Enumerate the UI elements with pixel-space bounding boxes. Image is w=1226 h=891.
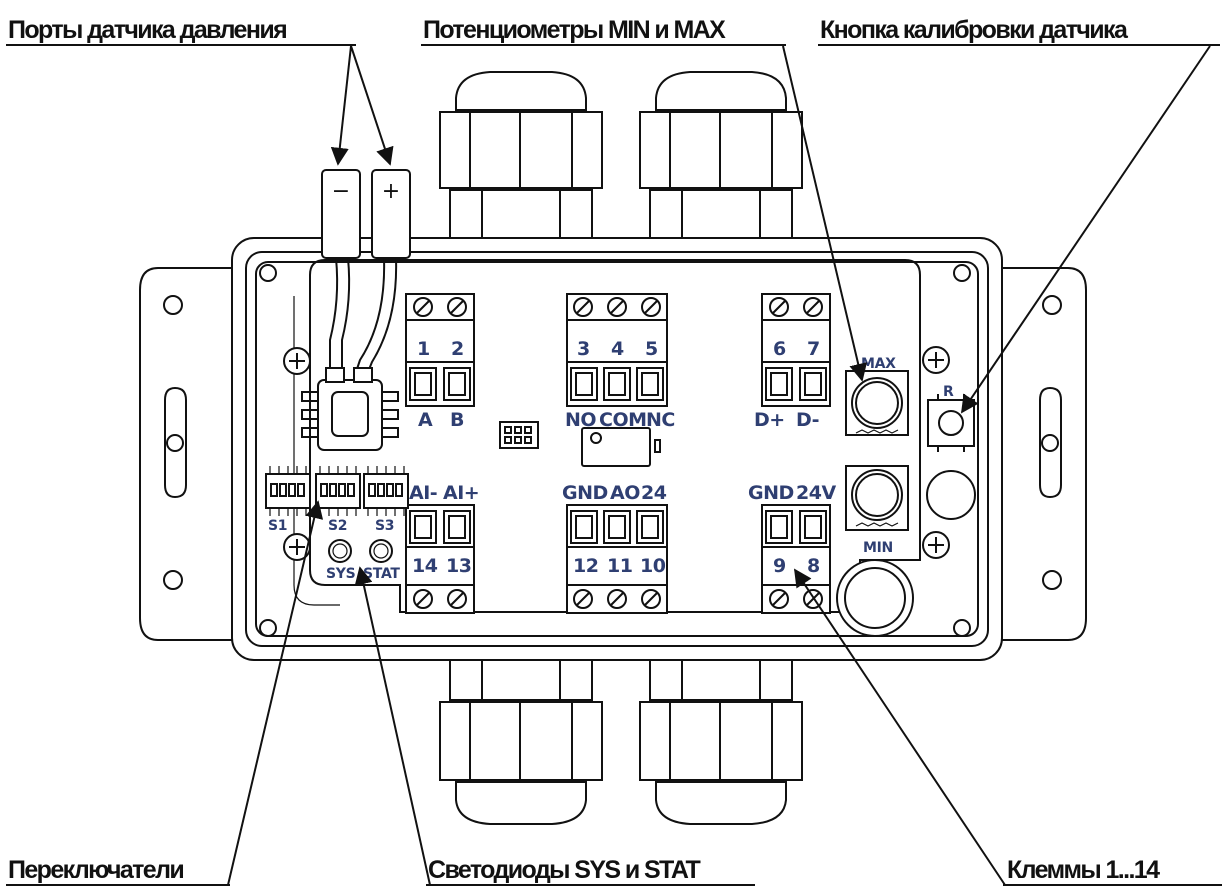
pcb-screw-top-right xyxy=(922,346,950,374)
terminal-label-4: 4 xyxy=(611,338,624,360)
led-sys xyxy=(328,539,352,563)
pressure-sensor-chip xyxy=(301,367,399,451)
potentiometer-min xyxy=(845,465,909,531)
callout-calibration-button: Кнопка калибровки датчика xyxy=(820,16,1129,44)
callout-pressure-ports: Порты датчика давления xyxy=(8,16,286,44)
relay xyxy=(581,427,661,467)
signal-label-ai-minus: AI- xyxy=(409,482,437,504)
signal-label-b: B xyxy=(450,409,464,431)
port-minus-sign: − xyxy=(332,179,350,204)
terminal-block-13-14 xyxy=(405,504,475,614)
potentiometer-max xyxy=(845,370,909,436)
signal-label-24v: 24V xyxy=(796,482,836,504)
terminal-label-8: 8 xyxy=(807,555,820,577)
label-reset: R xyxy=(943,384,954,400)
signal-label-gnd-1: GND xyxy=(562,482,608,504)
signal-label-24: 24 xyxy=(641,482,667,504)
pcb-screw-bottom-left xyxy=(283,533,311,561)
signal-label-gnd-2: GND xyxy=(748,482,794,504)
signal-label-a: A xyxy=(418,409,433,431)
terminal-label-1: 1 xyxy=(417,338,430,360)
pressure-tubes xyxy=(329,257,398,373)
terminal-label-12: 12 xyxy=(573,555,598,577)
pcb-connector xyxy=(499,421,539,449)
cable-gland-bottom-right xyxy=(639,649,803,825)
pcb-screw-bottom-right xyxy=(922,531,950,559)
signal-label-nc: NC xyxy=(646,409,675,431)
signal-label-ao: AO xyxy=(610,482,640,504)
terminal-number-labels: 1 2 3 4 5 6 7 14 13 12 11 10 9 8 xyxy=(412,338,821,577)
mounting-flange-left xyxy=(139,267,240,641)
dip-switch-s1 xyxy=(265,466,311,516)
cable-gland-bottom-left xyxy=(439,649,603,825)
label-stat: STAT xyxy=(363,566,400,582)
terminal-label-11: 11 xyxy=(607,555,632,577)
callout-texts: Порты датчика давления Потенциометры MIN… xyxy=(6,16,1222,886)
label-s1: S1 xyxy=(268,518,287,534)
pcb xyxy=(293,259,921,613)
cable-gland-top-left xyxy=(439,71,603,246)
cable-gland-top-right xyxy=(639,71,803,246)
pressure-port-plus: + xyxy=(371,169,411,259)
terminal-label-2: 2 xyxy=(451,338,464,360)
callout-terminals: Клеммы 1...14 xyxy=(1007,856,1160,884)
cable-entry-plug xyxy=(836,559,914,637)
label-s2: S2 xyxy=(328,518,347,534)
signal-labels: A B NO COM NC D+ D- AI- AI+ GND AO 24 GN… xyxy=(409,409,837,504)
label-sys: SYS xyxy=(326,566,356,582)
callout-leaders xyxy=(227,45,1211,886)
terminal-label-10: 10 xyxy=(640,555,666,577)
terminal-block-6-7 xyxy=(761,293,831,407)
board-labels: MAX MIN R S1 S2 S3 SYS STAT xyxy=(268,356,954,582)
label-min: MIN xyxy=(863,540,893,556)
signal-label-com: COM xyxy=(599,409,647,431)
terminal-block-8-9 xyxy=(761,504,831,614)
terminal-block-3-5 xyxy=(566,293,668,407)
mounting-flange-right xyxy=(995,267,1087,641)
terminal-label-14: 14 xyxy=(412,555,438,577)
callout-potentiometers: Потенциометры MIN и MAX xyxy=(423,16,726,44)
dip-switch-s3 xyxy=(363,466,409,516)
callout-switches: Переключатели xyxy=(8,856,183,884)
signal-label-dplus: D+ xyxy=(754,409,785,431)
signal-label-ai-plus: AI+ xyxy=(443,482,479,504)
terminal-label-3: 3 xyxy=(577,338,590,360)
dip-switch-s2 xyxy=(315,466,361,516)
light-pipe xyxy=(926,470,976,520)
terminal-block-1-2 xyxy=(405,293,475,407)
label-max: MAX xyxy=(861,356,896,372)
pressure-port-minus: − xyxy=(321,169,361,259)
terminal-label-13: 13 xyxy=(446,555,471,577)
terminal-block-10-12 xyxy=(566,504,668,614)
led-stat xyxy=(369,539,393,563)
signal-label-no: NO xyxy=(565,409,596,431)
terminal-label-6: 6 xyxy=(773,338,786,360)
terminal-label-7: 7 xyxy=(807,338,820,360)
label-s3: S3 xyxy=(375,518,394,534)
pcb-screw-top-left xyxy=(283,347,311,375)
callout-leds: Светодиоды SYS и STAT xyxy=(428,856,700,884)
port-plus-sign: + xyxy=(382,179,400,204)
signal-label-dminus: D- xyxy=(796,409,819,431)
terminal-label-5: 5 xyxy=(645,338,658,360)
terminal-label-9: 9 xyxy=(773,555,786,577)
